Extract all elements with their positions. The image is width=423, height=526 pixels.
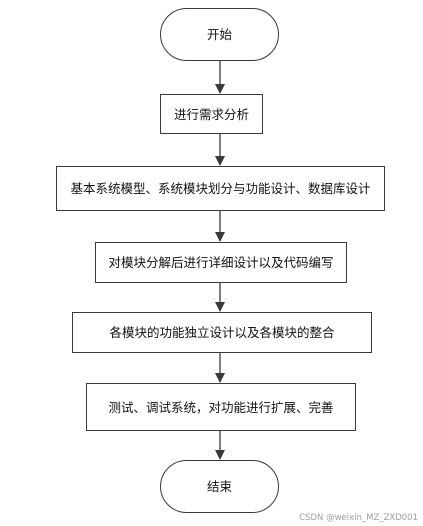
module-integration-label: 各模块的功能独立设计以及各模块的整合 [109, 325, 335, 340]
end-node: 结束 [160, 460, 279, 513]
requirements-analysis-node: 进行需求分析 [160, 94, 263, 134]
requirements-analysis-label: 进行需求分析 [173, 106, 249, 122]
detailed-design-label: 对模块分解后进行详细设计以及代码编写 [108, 255, 334, 270]
system-design-label: 基本系统模型、系统模块划分与功能设计、数据库设计 [70, 181, 371, 196]
module-integration-node: 各模块的功能独立设计以及各模块的整合 [72, 312, 372, 353]
watermark: CSDN @weixin_MZ_ZXD001 [299, 513, 418, 523]
testing-node: 测试、调试系统，对功能进行扩展、完善 [86, 383, 356, 431]
end-node-label: 结束 [206, 479, 232, 494]
testing-label: 测试、调试系统，对功能进行扩展、完善 [108, 399, 334, 415]
system-design-node: 基本系统模型、系统模块划分与功能设计、数据库设计 [56, 166, 385, 211]
start-node: 开始 [160, 8, 279, 61]
detailed-design-node: 对模块分解后进行详细设计以及代码编写 [95, 242, 347, 283]
start-node-label: 开始 [206, 27, 232, 42]
